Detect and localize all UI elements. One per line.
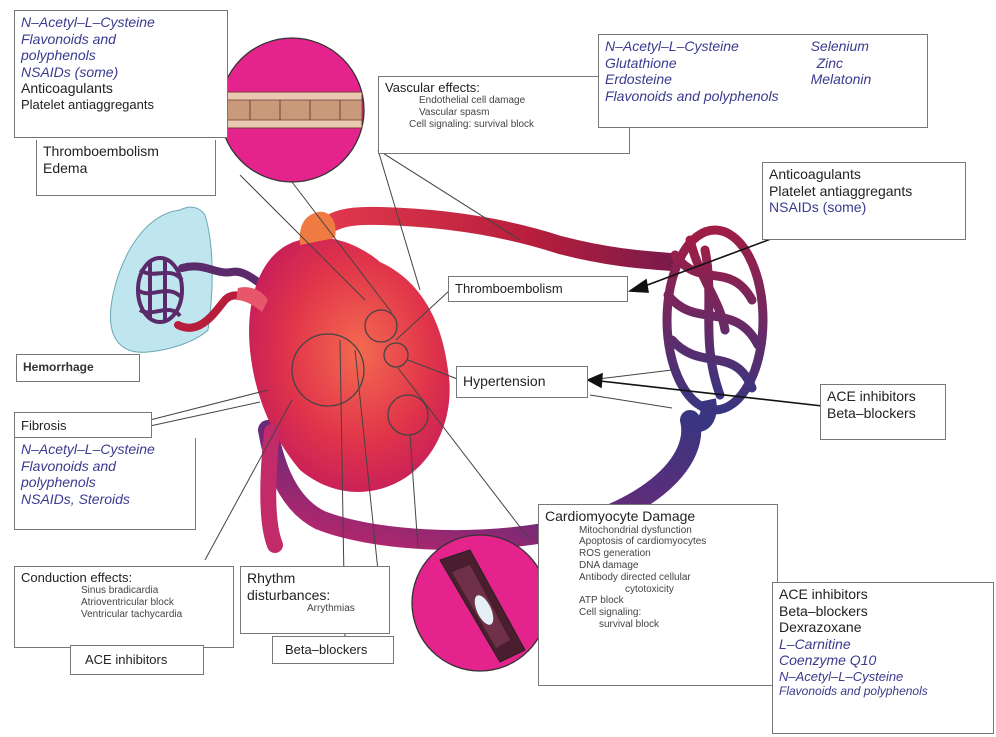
- drug-nac: N–Acetyl–L–Cysteine: [21, 14, 221, 31]
- conduction-title: Conduction effects:: [21, 570, 227, 585]
- cardiomyocyte-item: Mitochondrial dysfunction: [545, 525, 771, 537]
- cardiomyocyte-box: Cardiomyocyte Damage Mitochondrial dysfu…: [538, 504, 778, 686]
- cardio-treat-plain: ACE inhibitors: [779, 586, 987, 603]
- cardio-treat-drug: L–Carnitine: [779, 636, 987, 653]
- topleft-drugs-box: N–Acetyl–L–Cysteine Flavonoids and polyp…: [14, 10, 228, 138]
- cardiomyocyte-item: Apoptosis of cardiomyocytes: [545, 536, 771, 548]
- antiox-zinc: Zinc: [811, 55, 872, 72]
- vascular-item: Cell signaling: survival block: [385, 119, 623, 131]
- cardiomyocyte-item: ROS generation: [545, 548, 771, 560]
- fibrosis-drugs-box: N–Acetyl–L–Cysteine Flavonoids and polyp…: [14, 438, 196, 530]
- edema-text: Edema: [43, 160, 209, 177]
- cardiomyocyte-item: ATP block: [545, 595, 771, 607]
- conduction-item: Sinus bradicardia: [21, 585, 227, 597]
- conduction-item: Ventricular tachycardia: [21, 609, 227, 621]
- hemorrhage-label: Hemorrhage: [16, 354, 140, 382]
- fibrosis-title-box: Fibrosis: [14, 412, 152, 438]
- conduction-treatment: ACE inhibitors: [70, 645, 204, 675]
- artery-loop: [318, 216, 672, 262]
- cardiomyocyte-item: Antibody directed cellular: [545, 572, 771, 584]
- antiox-erdosteine: Erdosteine: [605, 71, 779, 88]
- antioxidants-box: N–Acetyl–L–Cysteine Glutathione Erdostei…: [598, 34, 928, 128]
- drug-nsaids: NSAIDs (some): [21, 64, 221, 81]
- cardio-treatment-box: ACE inhibitors Beta–blockers Dexrazoxane…: [772, 582, 994, 734]
- antiox-flavonoids: Flavonoids and polyphenols: [605, 88, 779, 105]
- rhythm-title-1: Rhythm: [247, 570, 383, 587]
- fibrosis-drug: N–Acetyl–L–Cysteine: [21, 441, 189, 458]
- drug-polyphenols: polyphenols: [21, 47, 221, 64]
- capillary-bed: [667, 230, 763, 410]
- rhythm-title-2: disturbances:: [247, 587, 383, 604]
- conduction-box: Conduction effects: Sinus bradicardia At…: [14, 566, 234, 648]
- drug-platelet: Platelet antiaggregants: [21, 97, 221, 112]
- ace-text: ACE inhibitors: [827, 388, 939, 405]
- cardiomyocyte-item: Cell signaling:: [545, 607, 771, 619]
- antiox-melatonin: Melatonin: [811, 71, 872, 88]
- cardiomyocyte-item: survival block: [545, 619, 771, 631]
- antiox-selenium: Selenium: [811, 38, 872, 55]
- fibrosis-drug: polyphenols: [21, 474, 189, 491]
- cardiomyocyte-title: Cardiomyocyte Damage: [545, 508, 771, 525]
- vena-cava-lower: [268, 432, 275, 545]
- ace-beta-box: ACE inhibitors Beta–blockers: [820, 384, 946, 440]
- cardiomyocyte-item: cytotoxicity: [545, 584, 771, 596]
- cardio-treat-drug: Coenzyme Q10: [779, 652, 987, 669]
- fibrosis-drug: Flavonoids and: [21, 458, 189, 475]
- cardio-treat-plain: Beta–blockers: [779, 603, 987, 620]
- antiox-glutathione: Glutathione: [605, 55, 779, 72]
- cardio-treat-drug: Flavonoids and polyphenols: [779, 684, 987, 698]
- rhythm-treatment: Beta–blockers: [272, 636, 394, 664]
- anticoag-text: Anticoagulants: [769, 166, 959, 183]
- fibrosis-drug: NSAIDs, Steroids: [21, 491, 189, 508]
- drug-anticoagulants: Anticoagulants: [21, 80, 221, 97]
- cardiomyocyte-item: DNA damage: [545, 560, 771, 572]
- conduction-item: Atrioventricular block: [21, 597, 227, 609]
- thrombo-edema-box: Thromboembolism Edema: [36, 140, 216, 196]
- hypertension-label: Hypertension: [456, 366, 588, 398]
- cardio-treat-drug: N–Acetyl–L–Cysteine: [779, 669, 987, 684]
- thromboembolism-text: Thromboembolism: [43, 143, 209, 160]
- vascular-title: Vascular effects:: [385, 80, 623, 95]
- rhythm-box: Rhythm disturbances: Arrythmias: [240, 566, 390, 634]
- vascular-effects-box: Vascular effects: Endothelial cell damag…: [378, 76, 630, 154]
- vascular-item: Vascular spasm: [385, 107, 623, 119]
- thromboembolism-label: Thromboembolism: [448, 276, 628, 302]
- platelet-text: Platelet antiaggregants: [769, 183, 959, 200]
- vascular-item: Endothelial cell damage: [385, 95, 623, 107]
- rhythm-item: Arrythmias: [247, 603, 383, 615]
- nsaids-text: NSAIDs (some): [769, 199, 959, 216]
- anticoag-right-box: Anticoagulants Platelet antiaggregants N…: [762, 162, 966, 240]
- drug-flavonoids: Flavonoids and: [21, 31, 221, 48]
- cardio-treat-plain: Dexrazoxane: [779, 619, 987, 636]
- beta-text: Beta–blockers: [827, 405, 939, 422]
- antiox-nac: N–Acetyl–L–Cysteine: [605, 38, 779, 55]
